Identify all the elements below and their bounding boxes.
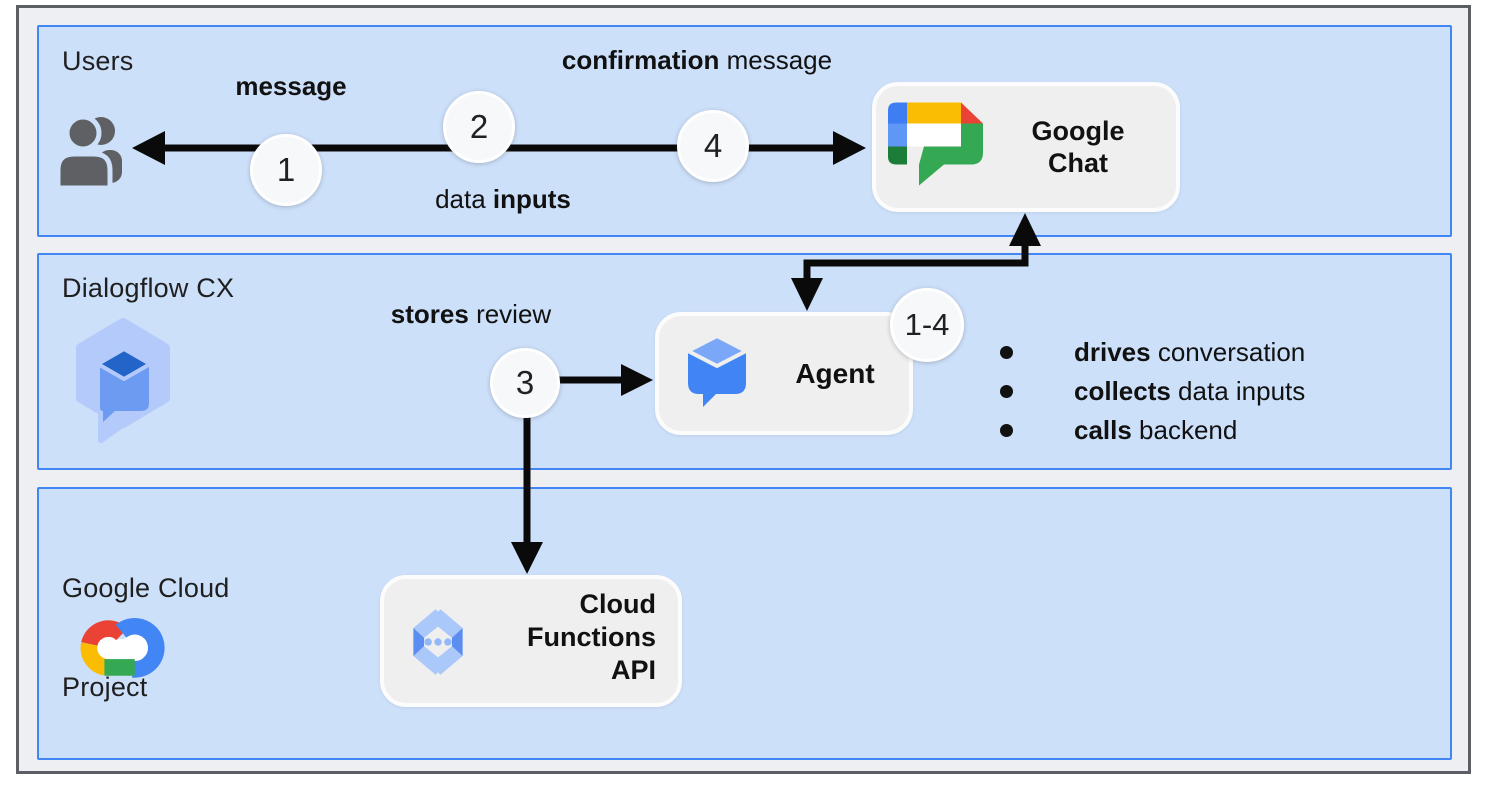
confirmation-rest: message: [719, 45, 833, 75]
node-agent: Agent: [655, 312, 913, 435]
step-1-circle: 1: [250, 134, 322, 206]
note-bold: calls: [1074, 415, 1132, 445]
users-icon: [55, 110, 128, 191]
cloud-functions-label-line2: Functions: [527, 622, 656, 652]
node-cloud-functions: Cloud Functions API: [380, 575, 682, 707]
dialogflow-agent-icon: [684, 333, 750, 412]
cloud-functions-icon: [396, 601, 480, 683]
confirmation-bold: confirmation: [561, 45, 720, 75]
google-cloud-icon: [76, 600, 170, 680]
data-inputs-lead: data: [435, 184, 493, 214]
step-2-circle: 2: [443, 91, 515, 163]
note-rest: backend: [1131, 415, 1238, 445]
list-item-text: drives conversation: [1074, 337, 1305, 368]
note-rest: conversation: [1150, 337, 1306, 367]
band-google-cloud-project: [37, 487, 1452, 760]
dialogflow-cx-icon: [73, 318, 173, 444]
stores-bold: stores: [390, 299, 469, 329]
step-3-circle: 3: [490, 348, 560, 418]
band-google-cloud-project-label: Google Cloud Project: [62, 506, 230, 770]
node-google-chat: Google Chat: [872, 82, 1180, 212]
stores-rest: review: [468, 299, 552, 329]
list-item-text: calls backend: [1074, 415, 1237, 446]
step-4-circle: 4: [677, 110, 749, 182]
list-item: drives conversation: [1000, 333, 1305, 372]
note-bold: drives: [1074, 337, 1151, 367]
cloud-functions-label-line1: Cloud: [579, 589, 656, 619]
note-bold: collects: [1074, 376, 1171, 406]
google-chat-label: Google Chat: [988, 115, 1168, 179]
agent-capabilities-list: drives conversation collects data inputs…: [1000, 333, 1305, 450]
note-rest: data inputs: [1170, 376, 1306, 406]
agent-label: Agent: [795, 357, 875, 389]
band-dialogflow-cx-label: Dialogflow CX: [62, 273, 235, 303]
bullet-icon: [1000, 346, 1013, 359]
confirmation-message-flow-label: confirmation message: [520, 45, 874, 76]
data-inputs-bold: inputs: [492, 184, 571, 214]
gcp-label-line1: Google Cloud: [62, 573, 230, 603]
google-chat-icon: [888, 102, 983, 188]
band-users-label: Users: [62, 46, 134, 76]
message-flow-label-text: message: [235, 71, 347, 101]
bullet-icon: [1000, 424, 1013, 437]
cloud-functions-label-line3: API: [610, 655, 656, 685]
message-flow-label: message: [181, 71, 401, 102]
cloud-functions-label: Cloud Functions API: [484, 588, 656, 687]
list-item: collects data inputs: [1000, 372, 1305, 411]
list-item-text: collects data inputs: [1074, 376, 1305, 407]
google-chat-label-line1: Google: [1031, 116, 1125, 146]
steps-1-4-badge: 1-4: [890, 288, 964, 362]
stores-review-flow-label: stores review: [370, 299, 572, 330]
bullet-icon: [1000, 385, 1013, 398]
list-item: calls backend: [1000, 411, 1305, 450]
google-chat-label-line2: Chat: [1048, 148, 1108, 178]
data-inputs-flow-label: data inputs: [390, 184, 616, 215]
